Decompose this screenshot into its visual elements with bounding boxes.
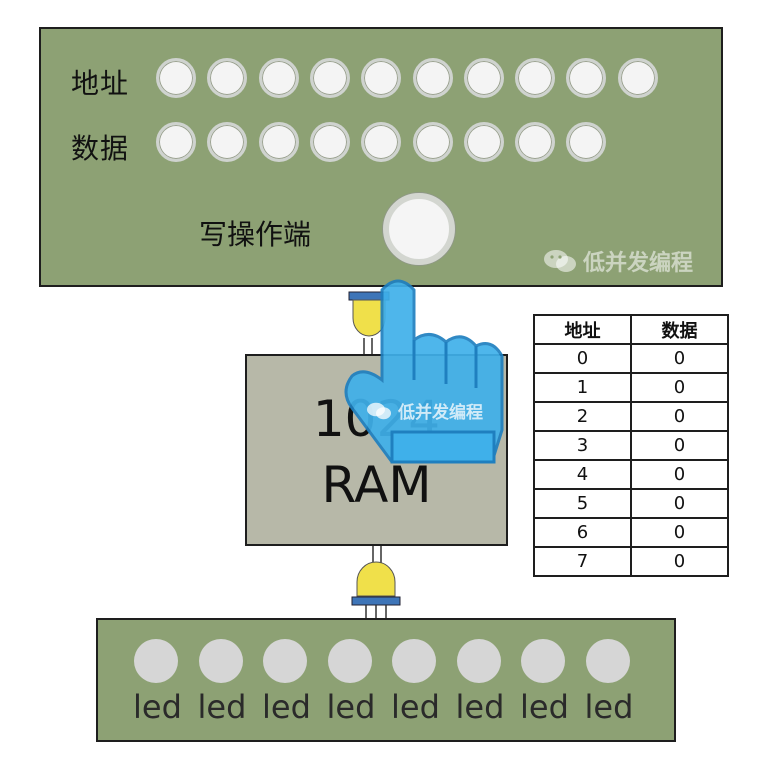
data-cell: 0 — [630, 517, 729, 548]
led-5 — [456, 639, 501, 683]
address-cell: 7 — [533, 546, 632, 577]
write-label: 写操作端 — [199, 218, 312, 251]
data-switch-3[interactable] — [309, 122, 350, 162]
data-cell: 0 — [630, 488, 729, 519]
data-cell: 0 — [630, 343, 729, 374]
led-3 — [327, 639, 372, 683]
data-switch-6[interactable] — [463, 122, 504, 162]
address-cell: 2 — [533, 401, 632, 432]
led-label: led — [197, 688, 247, 726]
table-header-1: 数据 — [630, 314, 729, 345]
address-cell: 0 — [533, 343, 632, 374]
address-cell: 6 — [533, 517, 632, 548]
address-switch-1[interactable] — [207, 58, 248, 98]
led-label: led — [326, 688, 376, 726]
data-switch-1[interactable] — [207, 122, 248, 162]
led-4 — [392, 639, 436, 683]
led-label: led — [584, 688, 634, 726]
ram-label: RAM — [321, 456, 432, 514]
led-label: led — [133, 688, 182, 726]
data-switch-2[interactable] — [258, 122, 299, 162]
watermark-text: 低并发编程 — [583, 251, 694, 276]
led-2 — [263, 639, 307, 683]
led-7 — [585, 639, 630, 683]
led-label: led — [262, 688, 311, 726]
address-cell: 3 — [533, 430, 632, 461]
data-cell: 0 — [630, 430, 729, 461]
address-switch-3[interactable] — [309, 58, 350, 98]
data-cell: 0 — [630, 546, 729, 577]
address-switch-5[interactable] — [412, 58, 453, 98]
table-header-0: 地址 — [533, 314, 632, 345]
led-label: led — [520, 688, 569, 726]
wechat-icon — [367, 402, 391, 419]
hand-watermark-text: 低并发编程 — [398, 403, 483, 423]
output-indicator-bulb — [351, 546, 401, 618]
data-switch-0[interactable] — [156, 122, 196, 162]
data-cell: 0 — [630, 372, 729, 403]
led-6 — [521, 639, 565, 683]
data-cell: 0 — [630, 459, 729, 490]
data-cell: 0 — [630, 401, 729, 432]
address-switch-7[interactable] — [515, 58, 556, 98]
write-button[interactable] — [383, 193, 455, 265]
address-switch-9[interactable] — [617, 58, 658, 98]
led-0 — [134, 639, 178, 683]
data-switch-5[interactable] — [412, 122, 453, 162]
address-cell: 1 — [533, 372, 632, 403]
data-switch-7[interactable] — [515, 122, 556, 162]
data-switch-8[interactable] — [566, 122, 607, 162]
hand-watermark: 低并发编程 — [366, 398, 483, 423]
address-label: 地址 — [71, 67, 130, 100]
data-label: 数据 — [71, 132, 130, 165]
wechat-icon — [544, 250, 576, 272]
input-panel: 地址 数据 写操作端 低并发编程 — [39, 27, 723, 287]
led-label: led — [391, 688, 440, 726]
watermark: 低并发编程 — [543, 245, 693, 277]
address-cell: 4 — [533, 459, 632, 490]
address-switch-6[interactable] — [463, 58, 504, 98]
address-switch-8[interactable] — [566, 58, 607, 98]
address-switch-0[interactable] — [156, 58, 196, 98]
data-switch-4[interactable] — [361, 122, 402, 162]
led-label: led — [455, 688, 505, 726]
address-cell: 5 — [533, 488, 632, 519]
led-1 — [198, 639, 243, 683]
address-switch-2[interactable] — [258, 58, 299, 98]
address-switch-4[interactable] — [361, 58, 402, 98]
